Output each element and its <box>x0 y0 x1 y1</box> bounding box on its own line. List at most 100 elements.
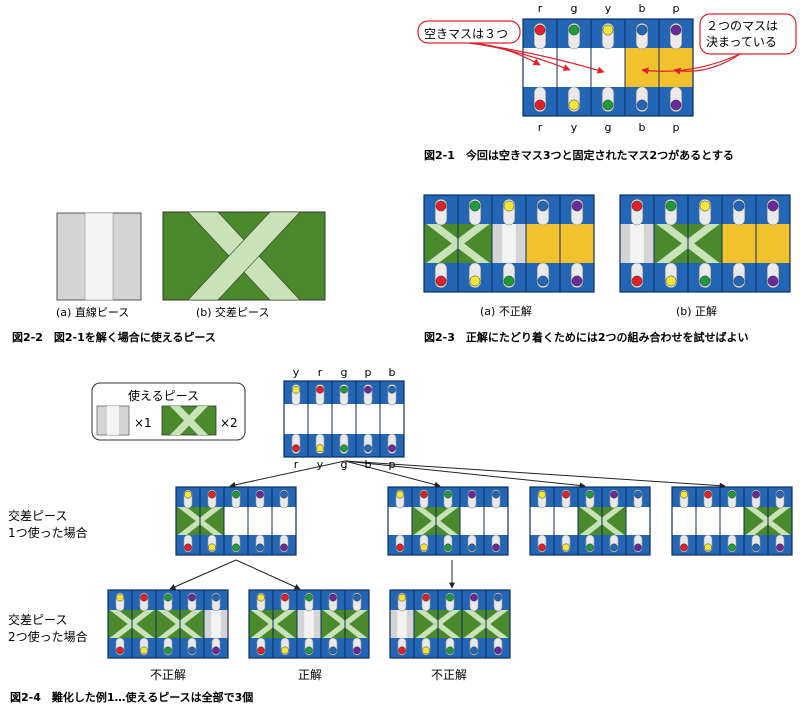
ball-bottom <box>280 543 288 552</box>
ball-bottom <box>680 543 688 552</box>
straight-piece-lane <box>211 610 221 638</box>
ball-top <box>494 593 502 602</box>
ball-top <box>470 593 478 602</box>
result-wrong-1: 不正解 <box>150 668 187 682</box>
ball-bottom <box>586 543 594 552</box>
column-label: p <box>388 458 396 471</box>
board-outline <box>387 486 509 556</box>
row1-board-2 <box>387 486 509 556</box>
ball-bottom <box>116 646 124 655</box>
ball-bottom <box>568 99 580 111</box>
ball-top <box>256 490 264 499</box>
ball-bottom <box>292 444 300 453</box>
column-label: p <box>672 2 680 15</box>
board-outline <box>283 380 405 458</box>
tree-arrow <box>344 460 586 489</box>
ball-bottom <box>444 543 452 552</box>
ball-bottom <box>494 646 502 655</box>
ball-bottom <box>140 646 148 655</box>
ball-bottom <box>422 646 430 655</box>
cross-piece-large-arm <box>187 211 301 301</box>
ball-bottom <box>752 543 760 552</box>
legend-straight-count: ×1 <box>134 416 152 430</box>
ball-bottom <box>184 543 192 552</box>
board-outline <box>175 486 297 556</box>
column-label: r <box>537 2 543 15</box>
column-label: y <box>570 121 578 134</box>
ball-top <box>670 24 682 36</box>
ball-bottom <box>670 99 682 111</box>
board-outline <box>619 194 791 293</box>
ball-top <box>396 490 404 499</box>
row1-label-line1: 交差ピース <box>8 509 68 523</box>
ball-top <box>116 593 124 602</box>
tree-arrow <box>344 460 726 489</box>
column-label: r <box>537 121 543 134</box>
ball-bottom <box>699 275 711 287</box>
ball-top <box>469 200 481 212</box>
middle-row <box>284 404 404 434</box>
ball-bottom <box>396 543 404 552</box>
ball-bottom <box>388 444 396 453</box>
row1-board-1 <box>175 486 297 556</box>
row2-label-line1: 交差ピース <box>8 613 68 627</box>
ball-bottom <box>537 275 549 287</box>
ball-top <box>212 593 220 602</box>
fig23-board-wrong <box>423 194 595 293</box>
ball-bottom <box>164 646 172 655</box>
board-outline <box>671 486 793 556</box>
ball-top <box>164 593 172 602</box>
ball-top <box>631 200 643 212</box>
ball-top <box>634 490 642 499</box>
legend-cross-count: ×2 <box>220 416 238 430</box>
row1-label-line2: 1つ使った場合 <box>8 526 88 540</box>
row1-board-3 <box>529 486 651 556</box>
fig22-label-straight: (a) 直線ピース <box>56 306 130 319</box>
ball-bottom <box>631 275 643 287</box>
tree-arrow <box>344 460 441 488</box>
column-label: b <box>364 458 372 471</box>
ball-top <box>537 200 549 212</box>
ball-top <box>562 490 570 499</box>
column-label: b <box>388 366 396 379</box>
fig22-label-cross: (b) 交差ピース <box>196 306 270 319</box>
ball-top <box>534 24 546 36</box>
callout-fixed-cells-line1: ２つのマスは <box>706 19 779 33</box>
fixed-cell <box>526 224 560 263</box>
ball-bottom <box>232 543 240 552</box>
ball-top <box>188 593 196 602</box>
ball-top <box>305 593 313 602</box>
board-outline <box>529 486 651 556</box>
tree-arrow <box>229 460 346 488</box>
ball-bottom <box>340 444 348 453</box>
ball-bottom <box>538 543 546 552</box>
ball-top <box>752 490 760 499</box>
ball-bottom <box>316 444 324 453</box>
column-label: p <box>672 121 680 134</box>
ball-top <box>733 200 745 212</box>
ball-bottom <box>610 543 618 552</box>
fig21-caption: 図2-1 今回は空きマス3つと固定されたマス2つがあるとする <box>424 149 734 162</box>
ball-bottom <box>469 275 481 287</box>
ball-bottom <box>212 646 220 655</box>
ball-bottom <box>634 543 642 552</box>
ball-bottom <box>188 646 196 655</box>
ball-bottom <box>435 275 447 287</box>
ball-bottom <box>704 543 712 552</box>
straight-piece-lane <box>630 224 644 263</box>
ball-top <box>699 200 711 212</box>
fig21-board <box>522 18 694 117</box>
board-outline <box>248 589 370 659</box>
ball-bottom <box>305 646 313 655</box>
legend-title: 使えるピース <box>128 389 200 403</box>
row2-board-wrong-1 <box>107 589 229 659</box>
ball-top <box>704 490 712 499</box>
ball-bottom <box>281 646 289 655</box>
tree-arrow <box>169 559 237 590</box>
ball-top <box>316 385 324 394</box>
ball-top <box>329 593 337 602</box>
ball-bottom <box>398 646 406 655</box>
ball-bottom <box>364 444 372 453</box>
straight-piece-large-lane <box>84 212 114 301</box>
tree-arrow <box>235 559 301 590</box>
